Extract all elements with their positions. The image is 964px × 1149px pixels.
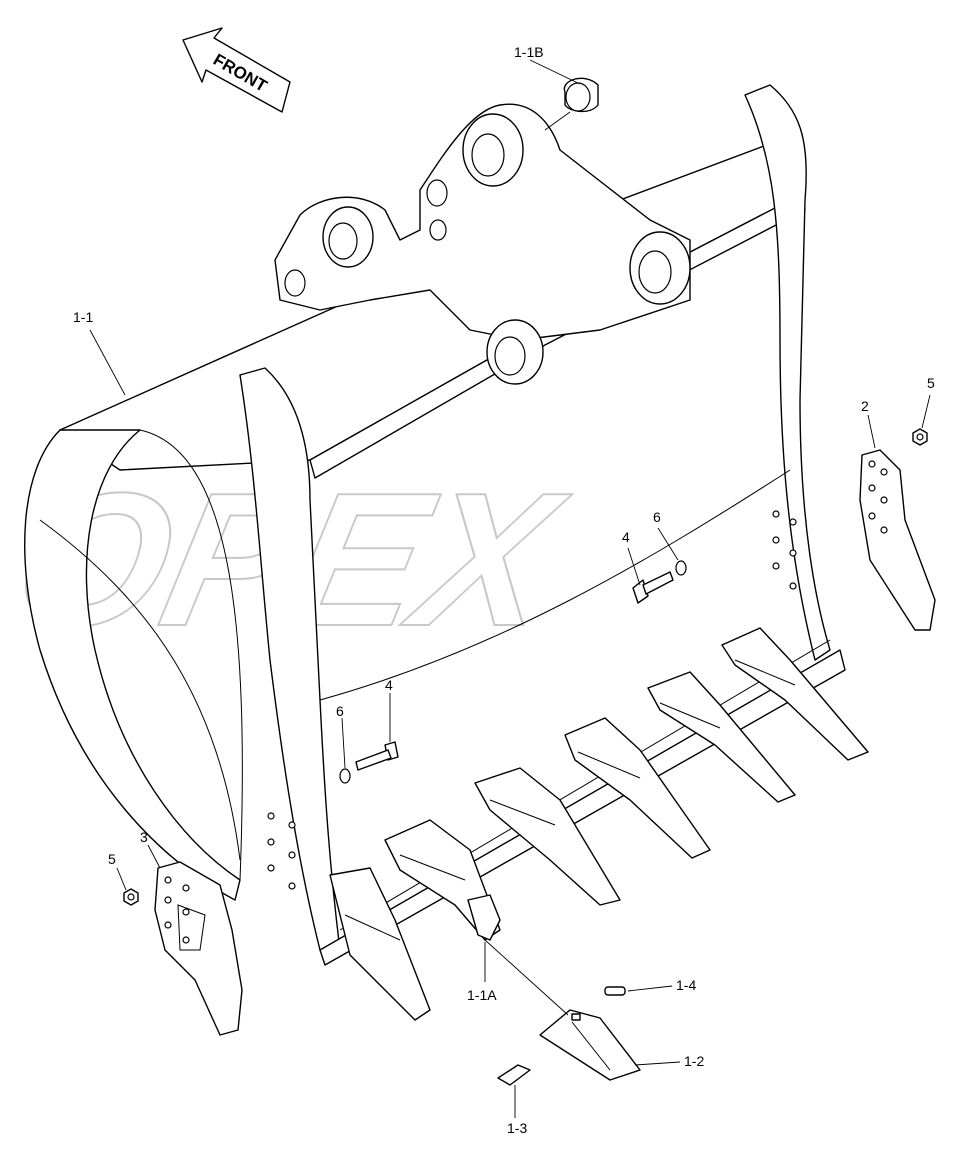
callout-1-1: 1-1 bbox=[73, 309, 93, 325]
tooth bbox=[564, 717, 711, 859]
callout-1-4: 1-4 bbox=[676, 977, 696, 993]
callout-1-1B: 1-1B bbox=[514, 44, 544, 60]
bracket-hole bbox=[284, 269, 306, 297]
callout-4-left: 4 bbox=[385, 677, 393, 693]
side-bolt-holes bbox=[267, 510, 797, 890]
pin-bore bbox=[471, 133, 505, 177]
bushing-1-1B bbox=[563, 77, 599, 113]
adapter-1-1A bbox=[467, 894, 501, 941]
callout-labels: 1-1B 1-1 2 5 6 4 4 6 3 5 1-1A 1-4 1-2 1-… bbox=[73, 44, 935, 1136]
pin-bore bbox=[494, 336, 526, 376]
tooth bbox=[329, 867, 431, 1021]
callout-5-left: 5 bbox=[108, 851, 116, 867]
callout-2: 2 bbox=[861, 398, 869, 414]
front-arrow: FRONT bbox=[182, 27, 291, 113]
nut-5-right bbox=[912, 428, 928, 446]
tooth bbox=[647, 671, 796, 803]
callout-3: 3 bbox=[140, 829, 148, 845]
bucket-teeth bbox=[329, 627, 869, 1021]
boss-brackets bbox=[274, 103, 691, 385]
callout-5-right: 5 bbox=[927, 375, 935, 391]
callout-6-right: 6 bbox=[653, 509, 661, 525]
lock-1-3 bbox=[497, 1064, 531, 1086]
callout-1-3: 1-3 bbox=[507, 1120, 527, 1136]
tooth bbox=[721, 627, 869, 761]
callout-1-2: 1-2 bbox=[684, 1053, 704, 1069]
bolt-4-left bbox=[355, 741, 399, 771]
tooth bbox=[474, 767, 621, 906]
washer-6-left bbox=[339, 768, 351, 784]
pin-bore bbox=[638, 250, 672, 294]
side-cutter-left bbox=[154, 861, 243, 1036]
callout-4-right: 4 bbox=[622, 529, 630, 545]
callout-1-1A: 1-1A bbox=[467, 987, 497, 1003]
side-cutter-right bbox=[859, 449, 936, 631]
callout-6-left: 6 bbox=[336, 703, 344, 719]
washer-6-right bbox=[675, 560, 687, 576]
leader-lines bbox=[89, 59, 931, 1118]
bracket-hole bbox=[426, 179, 448, 207]
nut-5-left bbox=[123, 888, 139, 906]
tooth-point-1-2 bbox=[539, 1009, 641, 1081]
bolt-4-right bbox=[632, 571, 674, 604]
bracket-hole bbox=[429, 219, 447, 241]
pin-bore bbox=[328, 222, 358, 260]
pin-1-4 bbox=[604, 986, 626, 996]
